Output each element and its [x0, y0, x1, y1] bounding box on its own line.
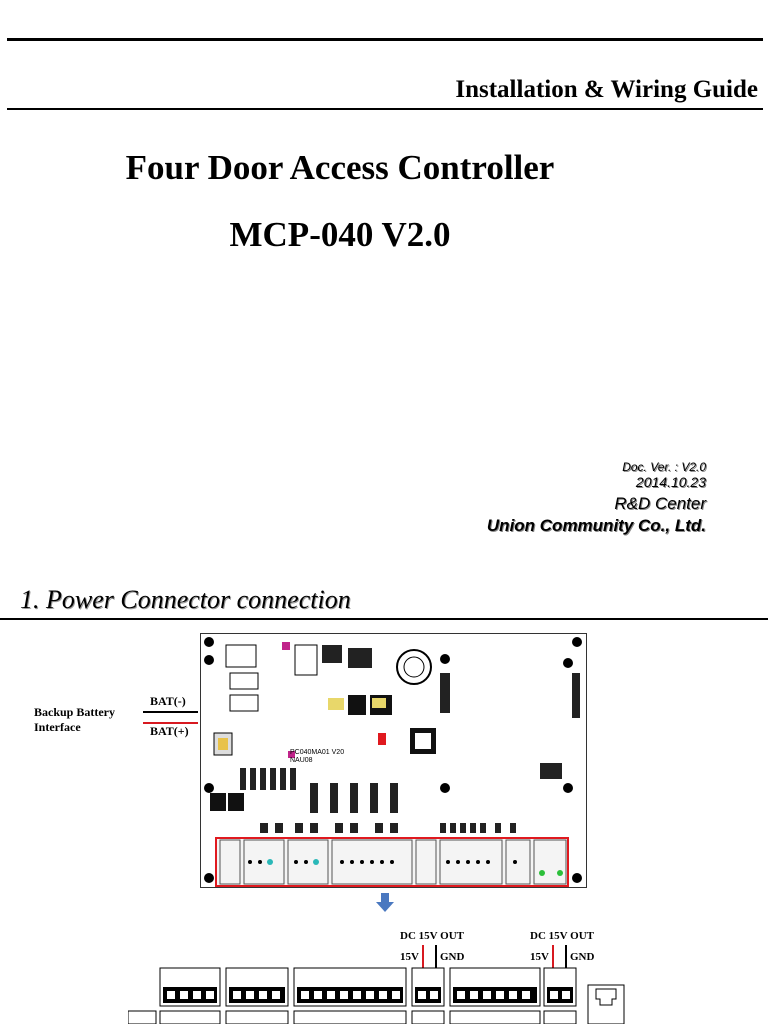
dc-out-1-gnd: GND	[440, 951, 465, 963]
doc-date: 2014.10.23	[635, 474, 706, 490]
dc-out-2-v: 15V	[530, 951, 549, 963]
company-name: Union Community Co., Ltd.	[486, 516, 706, 535]
board-marking-2: NAU08	[290, 757, 313, 764]
dc-out-1-title: DC 15V OUT	[400, 930, 464, 942]
connector-blocks-image	[128, 967, 625, 1024]
bat-neg-label: BAT(-)	[150, 694, 186, 708]
top-rule	[7, 38, 763, 41]
mounting-hole	[204, 637, 214, 647]
doc-version: Doc. Ver. : V2.0	[622, 460, 706, 474]
document-title: Four Door Access Controller	[125, 148, 555, 187]
dc-out-1-wire-red	[422, 945, 424, 969]
dc-out-2-wire-red	[552, 945, 554, 969]
pcb-board-image: PC040MA01 V20 NAU08	[200, 633, 587, 888]
dc-out-1-wire-black	[435, 945, 437, 969]
mounting-hole	[572, 637, 582, 647]
power-connector-highlight	[215, 837, 569, 887]
mounting-hole	[204, 873, 214, 883]
dc-out-2-wire-black	[565, 945, 567, 969]
model-title: MCP-040 V2.0	[229, 215, 451, 254]
section-heading: 1. Power Connector connection	[20, 585, 351, 614]
dc-out-2-title: DC 15V OUT	[530, 930, 594, 942]
battery-label: Backup Battery Interface	[34, 705, 115, 735]
bat-pos-wire	[143, 722, 198, 724]
battery-label-line1: Backup Battery	[34, 705, 115, 719]
mounting-hole	[572, 873, 582, 883]
guide-title: Installation & Wiring Guide	[455, 76, 758, 103]
battery-label-line2: Interface	[34, 720, 81, 734]
section-rule	[0, 618, 768, 620]
header-rule	[7, 108, 763, 110]
department: R&D Center	[614, 494, 706, 513]
board-marking-1: PC040MA01 V20	[290, 749, 344, 756]
bat-neg-wire	[143, 711, 198, 713]
down-arrow-icon	[376, 893, 394, 912]
dc-out-1-v: 15V	[400, 951, 419, 963]
bat-pos-label: BAT(+)	[150, 724, 189, 738]
dc-out-2-gnd: GND	[570, 951, 595, 963]
